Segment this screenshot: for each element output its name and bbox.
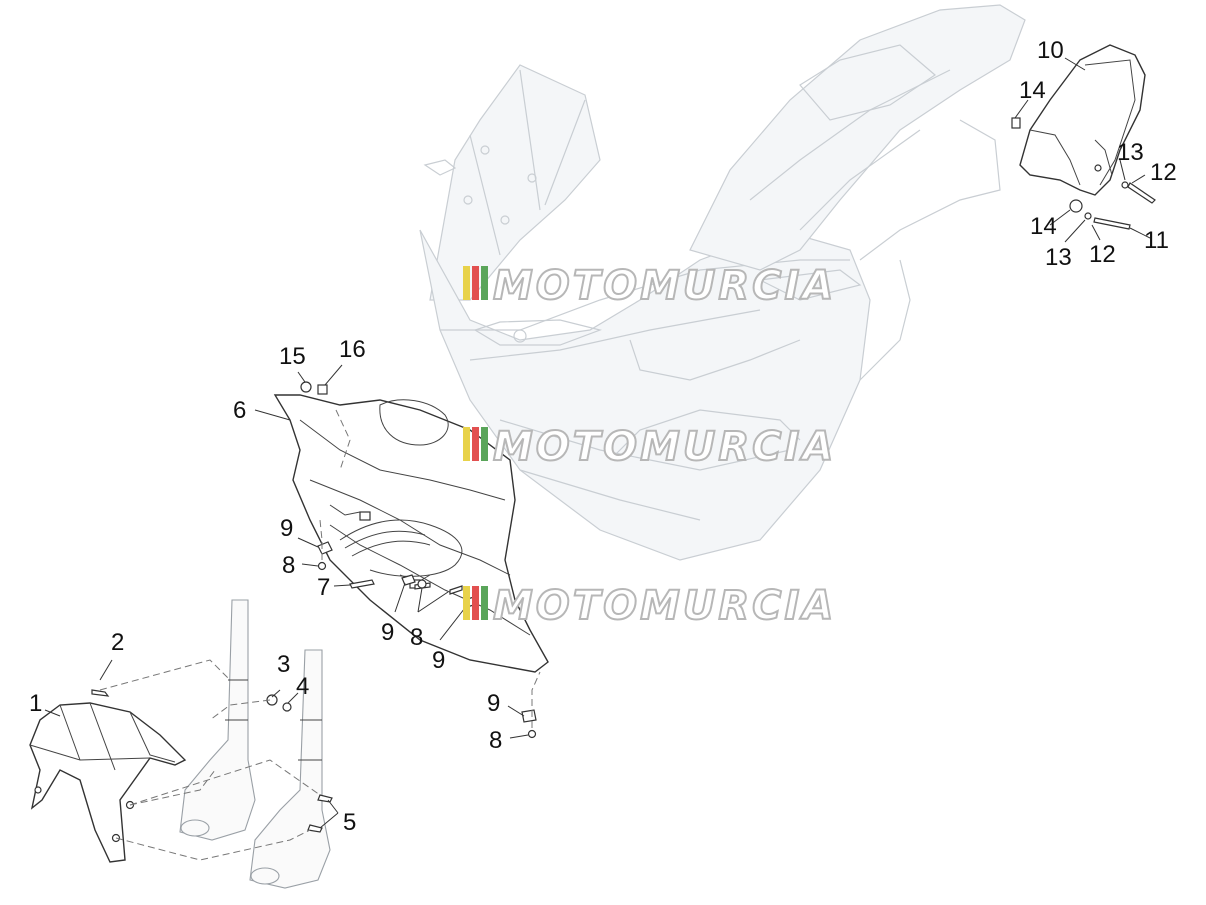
callout-6: 6 (233, 397, 246, 424)
callout-15: 15 (279, 343, 306, 370)
watermark-stripe-yellow (463, 586, 470, 620)
callout-9-left: 9 (280, 515, 293, 542)
callout-12-top: 12 (1150, 159, 1177, 186)
callout-14-bottom: 14 (1030, 213, 1057, 240)
watermark-stripe-red (472, 427, 479, 461)
callout-16: 16 (339, 336, 366, 363)
callout-3: 3 (277, 651, 290, 678)
callout-9-center-right: 9 (432, 647, 445, 674)
callout-14-top: 14 (1019, 77, 1046, 104)
watermark-stripe-red (472, 586, 479, 620)
callout-4: 4 (296, 673, 309, 700)
watermark-top: MOTOMURCIA (463, 262, 836, 310)
callout-8-center: 8 (410, 624, 423, 651)
watermark-middle: MOTOMURCIA (463, 423, 836, 471)
scooter-outline (419, 4, 1026, 561)
callout-13-top: 13 (1117, 139, 1144, 166)
rear-hugger-part-10 (1019, 44, 1146, 196)
callout-2: 2 (111, 629, 124, 656)
callout-8-left: 8 (282, 552, 295, 579)
watermark-text: MOTOMURCIA (493, 263, 836, 309)
callout-11: 11 (1144, 227, 1169, 254)
callout-7: 7 (317, 574, 330, 601)
watermark-stripe-yellow (463, 427, 470, 461)
callout-8-bottom: 8 (489, 727, 502, 754)
watermark-text: MOTOMURCIA (493, 583, 836, 629)
front-mudguard-part-1 (29, 702, 187, 863)
front-forks (179, 599, 331, 889)
watermark-stripe-green (481, 266, 488, 300)
callout-labels: 1 2 3 4 5 6 7 8 8 8 9 9 9 9 10 11 12 12 … (29, 37, 1177, 836)
watermark-stripe-green (481, 427, 488, 461)
callout-5: 5 (343, 809, 356, 836)
callout-10: 10 (1037, 37, 1064, 64)
callout-9-center-left: 9 (381, 619, 394, 646)
watermark-text: MOTOMURCIA (493, 424, 836, 470)
callout-13-bottom: 13 (1045, 244, 1072, 271)
watermark-stripe-yellow (463, 266, 470, 300)
watermark-stripe-green (481, 586, 488, 620)
callout-9-bottom: 9 (487, 690, 500, 717)
callout-12-bottom: 12 (1089, 241, 1116, 268)
assembly-dashed-lines (99, 409, 541, 861)
watermark-bottom: MOTOMURCIA (463, 582, 836, 630)
callout-1: 1 (29, 690, 42, 717)
watermark-stripe-red (472, 266, 479, 300)
